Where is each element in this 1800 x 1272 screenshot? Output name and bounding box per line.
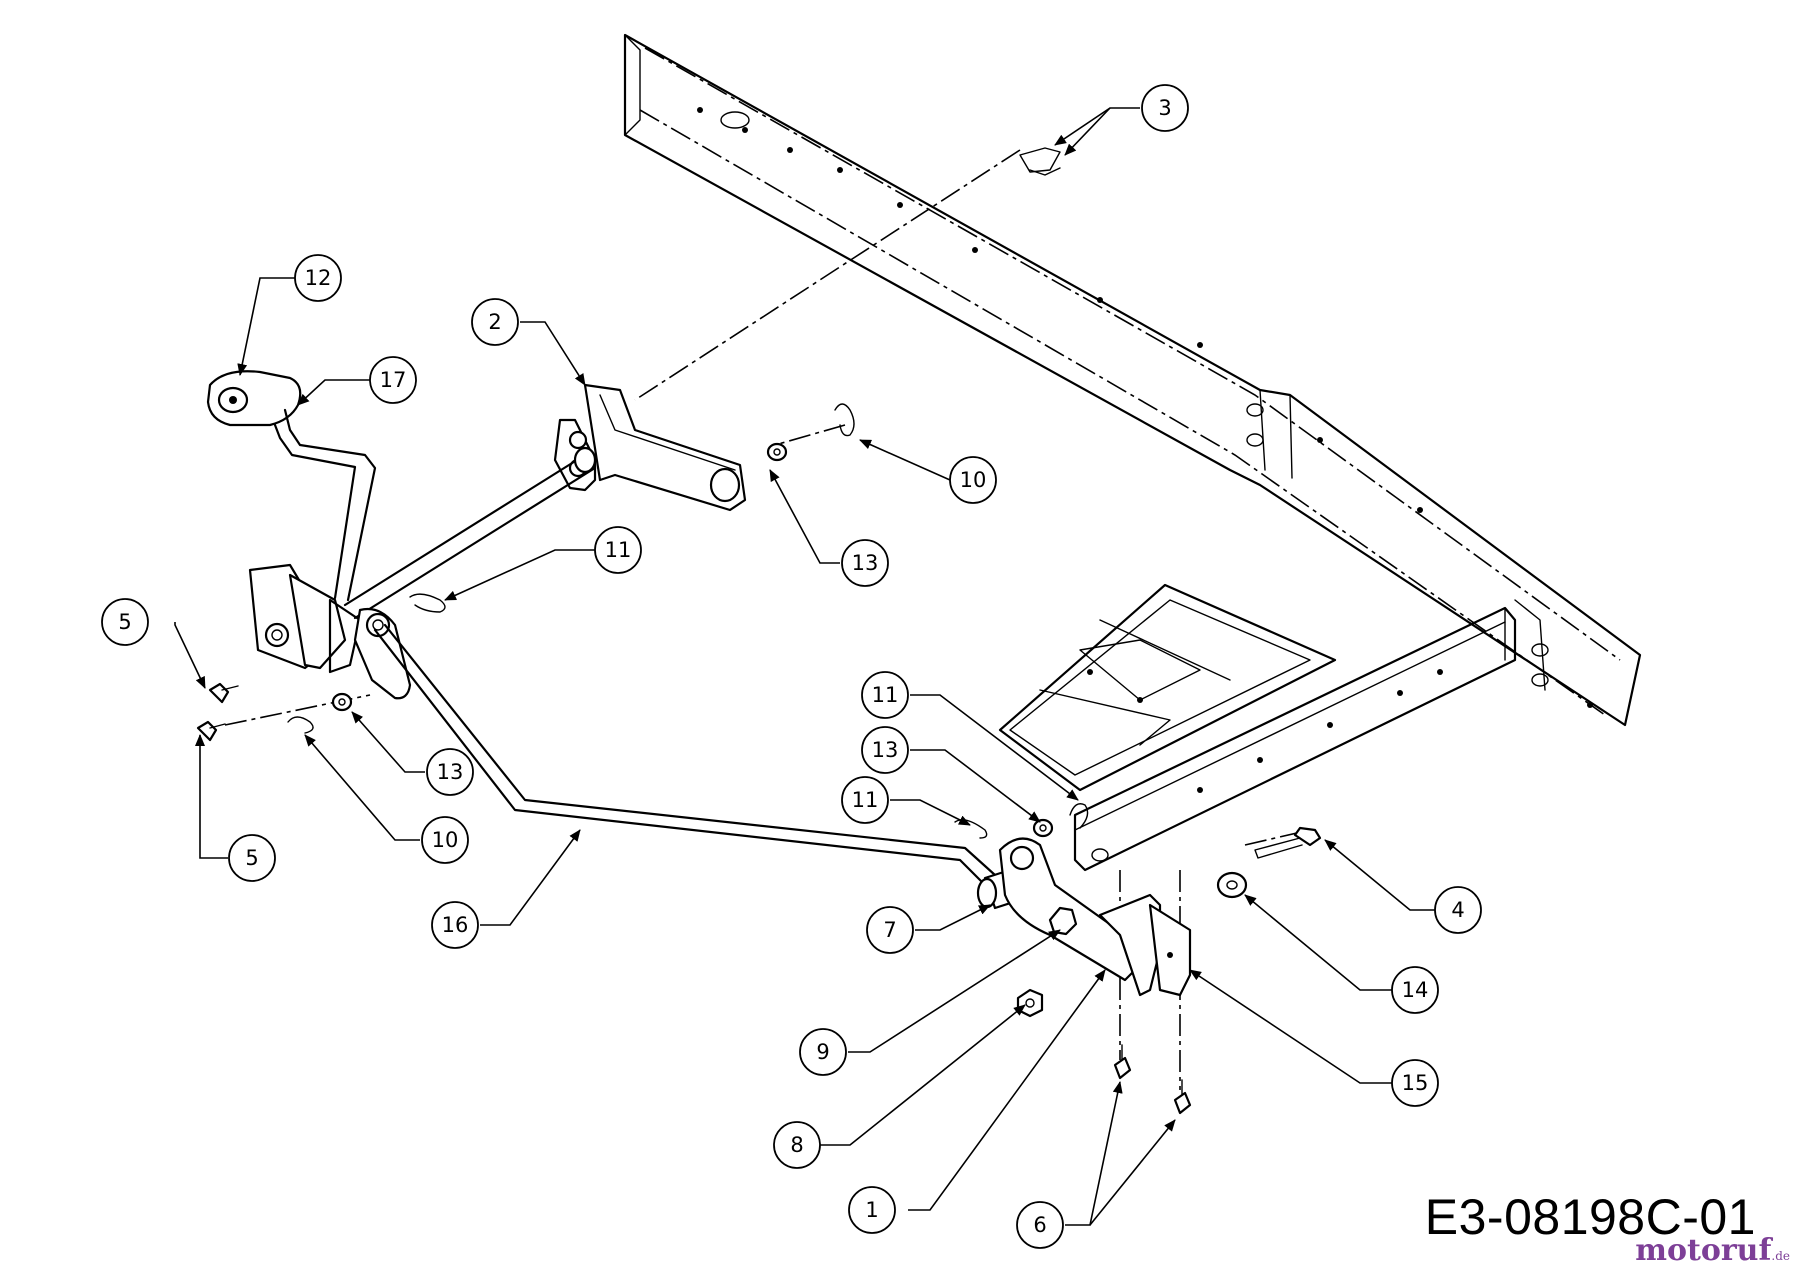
svg-text:17: 17 — [380, 368, 407, 392]
callout-12: 12 — [294, 254, 342, 302]
callout-11-mid-top: 11 — [861, 671, 909, 719]
watermark-logo: motoruf.de — [1635, 1233, 1790, 1268]
svg-text:10: 10 — [960, 468, 987, 492]
svg-text:13: 13 — [437, 760, 464, 784]
callout-4: 4 — [1434, 886, 1482, 934]
part-15-lever — [273, 408, 377, 602]
callout-13-mid: 13 — [861, 726, 909, 774]
callout-13-left: 13 — [426, 748, 474, 796]
part-14-spacer — [1216, 871, 1248, 899]
callout-10-top: 10 — [949, 456, 997, 504]
svg-text:2: 2 — [488, 310, 501, 334]
svg-text:13: 13 — [872, 738, 899, 762]
svg-text:4: 4 — [1451, 898, 1464, 922]
svg-text:6: 6 — [1033, 1213, 1046, 1237]
svg-text:14: 14 — [1402, 978, 1429, 1002]
part-17-bracket — [1098, 893, 1192, 997]
svg-text:5: 5 — [245, 846, 258, 870]
svg-text:8: 8 — [790, 1133, 803, 1157]
callout-10-left: 10 — [421, 816, 469, 864]
cross-member — [1073, 606, 1517, 872]
callout-9: 9 — [799, 1028, 847, 1076]
part-11-hairpin-clips — [409, 593, 1089, 839]
svg-text:13: 13 — [852, 551, 879, 575]
part-3-bolts — [1019, 147, 1061, 176]
drawing-number: E3-08198C-01 — [1424, 1189, 1756, 1245]
callout-5-bottom: 5 — [228, 834, 276, 882]
callout-5-top: 5 — [101, 598, 149, 646]
part-6-bolts — [1113, 1044, 1192, 1115]
frame-rail — [623, 33, 1642, 727]
svg-text:5: 5 — [118, 610, 131, 634]
svg-text:15: 15 — [1402, 1071, 1429, 1095]
callout-11-mid: 11 — [841, 776, 889, 824]
svg-text:9: 9 — [816, 1040, 829, 1064]
part-10-clips — [287, 403, 855, 734]
left-mount-plate — [248, 563, 362, 674]
watermark-suffix: .de — [1771, 1249, 1790, 1263]
left-link-plate — [353, 607, 412, 700]
callout-3: 3 — [1141, 84, 1189, 132]
svg-text:11: 11 — [852, 788, 879, 812]
callout-1: 1 — [848, 1186, 896, 1234]
watermark-text: motoruf — [1635, 1233, 1772, 1268]
callout-17: 15 — [1391, 1059, 1439, 1107]
part-5-bolts — [196, 682, 239, 742]
svg-text:10: 10 — [432, 828, 459, 852]
part-8-nut — [1016, 988, 1044, 1018]
svg-text:3: 3 — [1158, 96, 1171, 120]
svg-text:12: 12 — [305, 266, 332, 290]
callout-7: 7 — [866, 906, 914, 954]
cross-shaft — [343, 446, 597, 620]
callout-8: 8 — [773, 1121, 821, 1169]
callout-6: 6 — [1016, 1201, 1064, 1249]
part-2-lift-arm — [553, 383, 747, 512]
svg-text:16: 16 — [442, 913, 469, 937]
part-16-lift-rod — [373, 623, 997, 887]
svg-text:11: 11 — [605, 538, 632, 562]
part-12-knob — [206, 370, 302, 427]
callout-16: 16 — [431, 901, 479, 949]
svg-text:11: 11 — [872, 683, 899, 707]
leader-lines — [174, 107, 1435, 1226]
part-4-bolt — [1254, 826, 1322, 859]
callout-11-left: 11 — [594, 526, 642, 574]
callout-15: 17 — [369, 356, 417, 404]
callout-13-top: 13 — [841, 539, 889, 587]
seat-plate — [998, 583, 1337, 792]
svg-text:7: 7 — [883, 918, 896, 942]
part-13-washers — [331, 442, 1054, 838]
callout-14: 14 — [1391, 966, 1439, 1014]
svg-text:1: 1 — [865, 1198, 878, 1222]
callout-2: 2 — [471, 298, 519, 346]
